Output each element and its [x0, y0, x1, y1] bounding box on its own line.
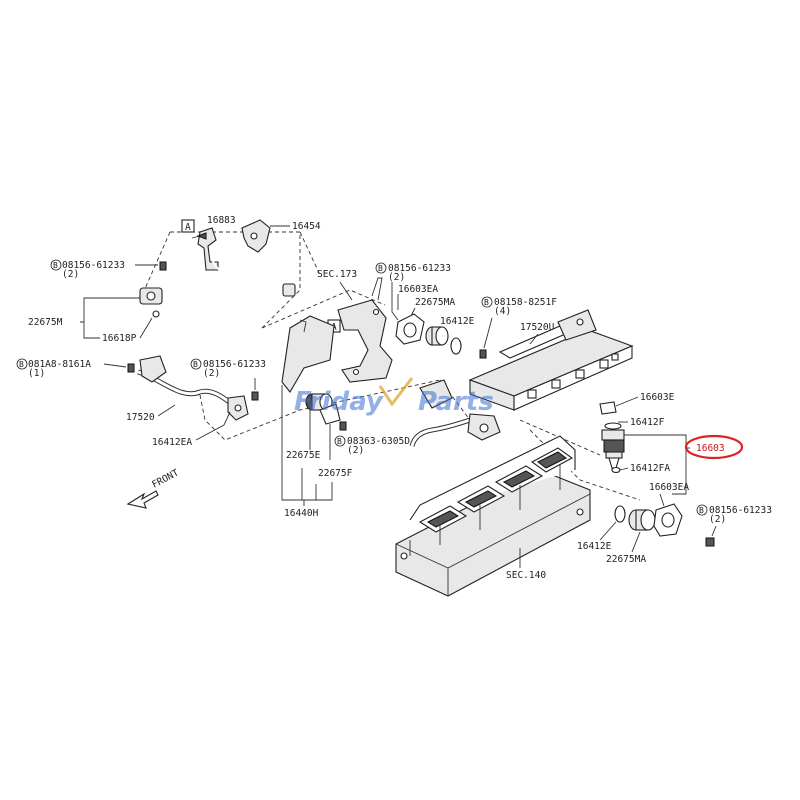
label-22675e: 22675E: [286, 450, 321, 461]
damper-16603ea-top: [425, 326, 449, 346]
label-22675f: 22675F: [318, 468, 353, 479]
view-marker-a-label: A: [185, 222, 191, 233]
label-16883: 16883: [207, 215, 236, 226]
bolt-08156-d: B: [696, 504, 715, 547]
arrow-icon: [196, 232, 207, 240]
part-16883-sensor: [191, 227, 219, 271]
dashed-outline-sec173: [261, 231, 386, 329]
label-16603e: 16603E: [640, 392, 675, 403]
gasket-22675f: [319, 403, 341, 425]
label-16618p: 16618P: [102, 333, 137, 344]
hose-assembly-lower: [137, 355, 249, 421]
bolt-08156-c: B: [375, 262, 387, 274]
hose-assembly-upper: [139, 257, 296, 305]
label-22675ma-bottom: 22675MA: [606, 554, 646, 565]
cap-16603e: [599, 401, 617, 415]
watermark-logo: Friday Parts: [294, 377, 494, 417]
label-sec140: SEC.140: [506, 570, 546, 581]
label-16412fa: 16412FA: [630, 463, 670, 474]
oring-16412e-top: [450, 337, 462, 355]
bolt-08156-b: B: [190, 358, 259, 401]
gasket-22675ma-bottom: [653, 503, 683, 537]
bolt-08156-a: B: [50, 259, 167, 271]
label-16412e-top: 16412E: [440, 316, 475, 327]
label-08156-61233-a: 08156-61233: [62, 260, 125, 271]
label-08363-6305d-qty: (2): [347, 445, 364, 456]
dashed-outline-upper: [139, 231, 301, 329]
label-08156-61233-c: 08156-61233: [388, 263, 451, 274]
fuel-rail-17520u: [468, 309, 634, 411]
panel-16440h: [281, 315, 335, 393]
bolt-08158: B: [479, 296, 493, 359]
highlight-oval: [684, 434, 744, 460]
bolt-type-b-icon: B: [699, 506, 704, 515]
label-17520: 17520: [126, 412, 155, 423]
label-08156-61233-d-qty: (2): [709, 514, 726, 525]
label-22675m: 22675M: [28, 317, 63, 328]
bolt-081a8: B: [16, 358, 135, 373]
label-08156-61233-d: 08156-61233: [709, 505, 772, 516]
label-08156-61233-c-qty: (2): [388, 272, 405, 283]
bolt-type-b-icon: B: [337, 437, 342, 446]
label-08156-61233-b: 08156-61233: [203, 359, 266, 370]
label-16454: 16454: [292, 221, 321, 232]
view-marker-a-top: A: [181, 219, 195, 233]
bolt-type-b-icon: B: [484, 298, 489, 307]
label-22675ma-top: 22675MA: [415, 297, 455, 308]
bracket-sec173: [337, 277, 393, 383]
bolt-08363: B: [334, 421, 347, 447]
label-16412f: 16412F: [630, 417, 665, 428]
label-08158-8251f: 08158-8251F: [494, 297, 557, 308]
label-16603ea-top: 16603EA: [398, 284, 438, 295]
watermark-text-right: Parts: [418, 387, 494, 417]
label-08158-8251f-qty: (4): [494, 306, 511, 317]
label-08156-61233-a-qty: (2): [62, 269, 79, 280]
bolt-type-b-icon: B: [193, 360, 198, 369]
label-front: FRONT: [150, 467, 181, 490]
manifold-ports: [418, 447, 574, 533]
label-081a8-8161a-qty: (1): [28, 368, 45, 379]
label-08156-61233-b-qty: (2): [203, 368, 220, 379]
gasket-22675ma-top: [395, 313, 425, 345]
intake-manifold-sec140: [395, 435, 591, 597]
label-081a8-8161a: 081A8-8161A: [28, 359, 91, 370]
regulator-22675e: [305, 393, 333, 411]
label-16603-highlighted: 16603: [696, 443, 725, 454]
watermark-text-left: Friday: [294, 387, 384, 417]
label-08363-6305d: 08363-6305D: [347, 436, 410, 447]
label-16603ea-bottom: 16603EA: [649, 482, 689, 493]
fuel-tube-rail: [409, 379, 501, 447]
fuel-injector-16600: [601, 422, 625, 474]
label-17520u: 17520U: [520, 322, 555, 333]
bolt-type-b-icon: B: [19, 360, 24, 369]
damper-16603ea-bottom: [628, 509, 656, 531]
bolt-type-b-icon: B: [53, 261, 58, 270]
front-direction-icon: [126, 490, 159, 509]
oring-16412e-bottom: [614, 505, 626, 523]
label-16440h: 16440H: [284, 508, 319, 519]
part-16454-sensor: [241, 219, 271, 253]
label-sec173: SEC.173: [317, 269, 357, 280]
bolt-type-b-icon: B: [378, 264, 383, 273]
label-16412e-bottom: 16412E: [577, 541, 612, 552]
label-16412ea: 16412EA: [152, 437, 192, 448]
checkmark-icon: [378, 377, 414, 407]
